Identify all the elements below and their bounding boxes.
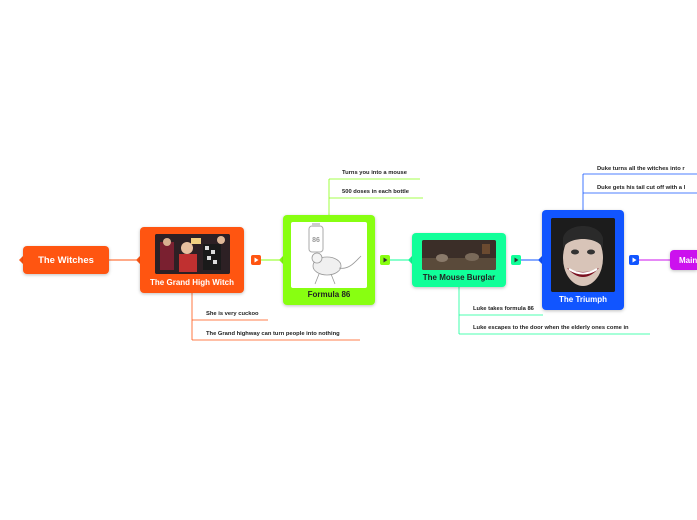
play-arrow-icon — [383, 257, 388, 263]
connector-marker — [408, 256, 412, 264]
collapse-toggle[interactable] — [380, 255, 390, 265]
mouse-bottle-icon: 86 — [308, 223, 362, 285]
subtopic-label[interactable]: She is very cuckoo — [206, 311, 259, 317]
subtopic-label[interactable]: Turns you into a mouse — [342, 170, 407, 176]
triumph-image — [551, 218, 615, 292]
witch-face-icon — [551, 218, 615, 292]
movie-still-icon — [422, 240, 496, 270]
play-arrow-icon — [514, 257, 519, 263]
topic-triumph[interactable]: The Triumph — [542, 210, 624, 310]
collapse-toggle[interactable] — [251, 255, 261, 265]
topic-formula-86[interactable]: 86 Formula 86 — [283, 215, 375, 305]
subtopic-label[interactable]: 500 doses in each bottle — [342, 189, 410, 195]
connector-marker — [136, 256, 140, 264]
topic-label: The Grand High Witch — [150, 278, 234, 287]
topic-label: Formula 86 — [307, 290, 351, 299]
connector-marker — [538, 256, 542, 264]
formula-86-image: 86 — [291, 222, 367, 288]
play-arrow-icon — [254, 257, 259, 263]
mouse-burglar-image — [422, 240, 496, 270]
subtopic-label[interactable]: Duke turns all the witches into r — [597, 166, 685, 172]
topic-label: The Mouse Burglar — [422, 273, 496, 282]
subtopic-label[interactable]: Luke escapes to the door when the elderl… — [473, 325, 629, 331]
topic-grand-high-witch[interactable]: The Grand High Witch — [140, 227, 244, 293]
movie-still-icon — [155, 234, 230, 274]
topic-main[interactable]: Main — [670, 250, 697, 270]
collapse-toggle[interactable] — [629, 255, 639, 265]
topic-mouse-burglar[interactable]: The Mouse Burglar — [412, 233, 506, 287]
connector-marker — [279, 256, 283, 264]
root-node[interactable]: The Witches — [23, 246, 109, 274]
grand-high-witch-image — [155, 234, 230, 274]
topic-label: The Triumph — [559, 295, 607, 304]
root-node-label: The Witches — [38, 255, 94, 266]
connector-marker — [19, 256, 23, 264]
subtopic-label[interactable]: Luke takes formula 86 — [473, 306, 534, 312]
collapse-toggle[interactable] — [511, 255, 521, 265]
topic-label: Main — [679, 256, 697, 265]
subtopic-label[interactable]: The Grand highway can turn people into n… — [206, 331, 340, 337]
subtopic-label[interactable]: Duke gets his tail cut off with a l — [597, 185, 686, 191]
play-arrow-icon — [632, 257, 637, 263]
svg-text:86: 86 — [312, 237, 320, 244]
